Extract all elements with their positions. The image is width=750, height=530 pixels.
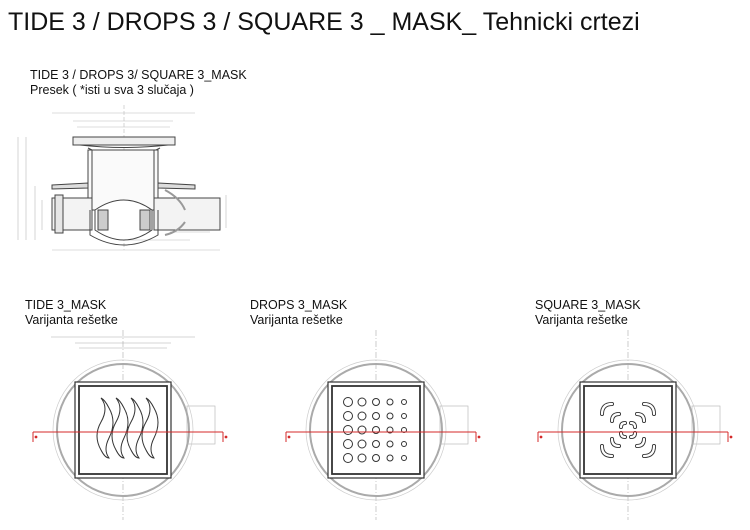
drop-hole — [357, 425, 367, 435]
grate-frame — [327, 381, 425, 479]
section-heading: TIDE 3 / DROPS 3/ SQUARE 3_MASK — [30, 68, 247, 82]
drop-hole — [372, 426, 380, 434]
drop-hole — [357, 453, 367, 463]
corner-slot-inner — [629, 431, 637, 439]
section-arrow-left — [287, 435, 291, 439]
inner-ring — [561, 363, 695, 497]
drop-hole — [343, 425, 353, 435]
drop-hole — [386, 412, 394, 420]
drop-hole — [343, 439, 353, 449]
variant-tide-caption: Varijanta rešetke — [25, 313, 118, 327]
variant-tide-name: TIDE 3_MASK — [25, 298, 107, 312]
wave-slot — [126, 397, 144, 459]
section-arrow-left — [539, 435, 543, 439]
wave-slot — [111, 397, 129, 459]
corner-slot-inner — [629, 421, 637, 429]
drop-hole — [372, 412, 380, 420]
drop-hole — [401, 455, 407, 461]
drop-hole — [357, 439, 367, 449]
inner-ring — [309, 363, 443, 497]
section-subheading: Presek ( *isti u sva 3 slučaja ) — [30, 83, 194, 97]
drop-hole — [372, 398, 380, 406]
drop-hole — [357, 411, 367, 421]
wave-slot — [141, 397, 159, 459]
drop-hole — [343, 411, 353, 421]
variant-drops-name: DROPS 3_MASK — [250, 298, 348, 312]
drop-hole — [386, 440, 394, 448]
cross-section-drawing — [17, 105, 227, 251]
drop-hole — [401, 441, 407, 447]
drop-hole — [343, 397, 353, 407]
inner-ring — [56, 363, 190, 497]
corner-slot-inner — [619, 431, 627, 439]
corner-slot-inner — [600, 402, 614, 416]
corner-slot-inner — [635, 412, 646, 423]
grate-inner — [583, 385, 673, 475]
corner-slot-inner — [642, 402, 656, 416]
corner-slot-inner — [619, 421, 627, 429]
corner-slot-inner — [642, 444, 656, 458]
drop-hole — [386, 426, 394, 434]
corner-slot-inner — [635, 437, 646, 448]
section-arrow-right — [224, 435, 228, 439]
drop-hole — [401, 413, 407, 419]
wave-slot — [96, 397, 114, 459]
drop-hole — [401, 399, 407, 405]
variant-drops-caption: Varijanta rešetke — [250, 313, 343, 327]
section-arrow-right — [477, 435, 481, 439]
outer-ring — [305, 359, 447, 501]
variant-square-caption: Varijanta rešetke — [535, 313, 628, 327]
plan-view-dots — [285, 330, 481, 520]
outlet-box — [691, 405, 721, 445]
outlet-box — [186, 405, 216, 445]
grate-frame — [74, 381, 172, 479]
section-line-a-a — [537, 431, 733, 442]
grate-inner — [78, 385, 168, 475]
drop-hole — [372, 454, 380, 462]
grate-inner — [331, 385, 421, 475]
section-line-a-a — [285, 431, 481, 442]
corner-slot-inner — [600, 444, 614, 458]
outer-ring — [557, 359, 699, 501]
drop-hole — [386, 398, 394, 406]
page-title: TIDE 3 / DROPS 3 / SQUARE 3 _ MASK_ Tehn… — [8, 8, 640, 36]
drop-hole — [357, 397, 367, 407]
section-arrow-right — [729, 435, 733, 439]
drop-hole — [372, 440, 380, 448]
drop-hole — [386, 454, 394, 462]
grate-frame — [579, 381, 677, 479]
section-arrow-left — [34, 435, 38, 439]
outlet-box — [439, 405, 469, 445]
corner-slot-inner — [610, 437, 621, 448]
plan-view-corners — [537, 330, 733, 520]
drop-hole — [343, 453, 353, 463]
variant-square-name: SQUARE 3_MASK — [535, 298, 641, 312]
plan-view-waves — [32, 330, 228, 520]
corner-slot-inner — [610, 412, 621, 423]
section-line-a-a — [32, 431, 228, 442]
outer-ring — [52, 359, 194, 501]
